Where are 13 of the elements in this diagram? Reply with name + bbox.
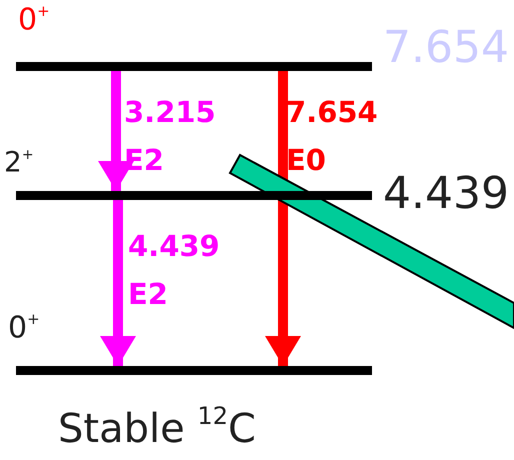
transition-arrow	[265, 71, 301, 366]
transition-arrow	[100, 200, 136, 366]
spin-parity-label: 0$^{+}$	[8, 312, 40, 344]
energy-level-bar	[16, 62, 372, 71]
spin-parity-label: 0$^{+}$	[18, 4, 50, 36]
caption: Stable $^{12}$C	[58, 402, 256, 453]
spin-parity-label: 2$^{+}$	[4, 148, 34, 177]
edge-label: 7.654 E0	[286, 94, 379, 179]
edge-label: 4.439 E2	[128, 228, 221, 313]
transition-arrow	[98, 71, 134, 191]
energy-level-bar	[16, 366, 372, 375]
energy-label: 4.439	[383, 172, 509, 216]
energy-level-bar	[16, 191, 372, 200]
